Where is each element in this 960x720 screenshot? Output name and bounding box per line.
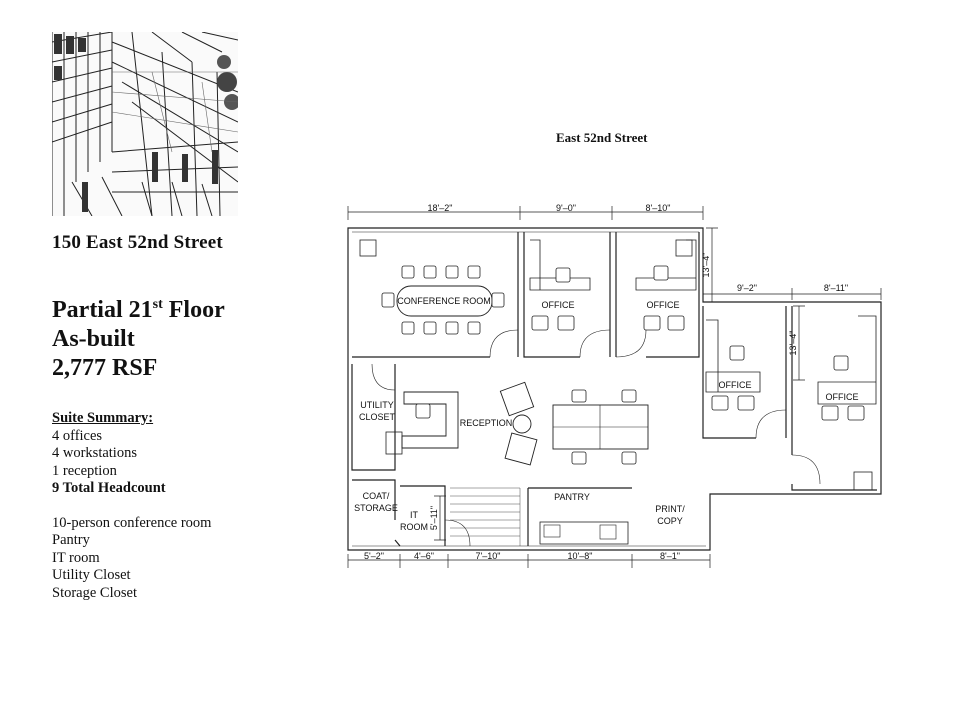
floor-line-2: As-built — [52, 326, 135, 352]
amenity-item: 10-person conference room — [52, 514, 212, 531]
lounge-chair — [504, 432, 538, 466]
stair-hatch — [450, 487, 521, 546]
dim-top-2: 9'–0" — [556, 203, 576, 213]
room-label-print: PRINT/ — [655, 504, 685, 514]
dim-bottom-2: 4'–6" — [414, 551, 434, 561]
dim-bottom-1: 5'–2" — [364, 551, 384, 561]
room-label-office-2: OFFICE — [647, 300, 680, 310]
office-1-wall — [523, 232, 611, 358]
room-label-it-room: ROOM — [400, 522, 428, 532]
building-sketch-image — [52, 32, 238, 216]
room-label-conference: CONFERENCE ROOM — [397, 296, 491, 306]
pantry-counter — [539, 521, 629, 545]
dim-vertical-3: 5'–11" — [429, 506, 439, 530]
office-1-desk — [529, 239, 591, 291]
utility-closet-wall — [351, 364, 396, 471]
dim-bottom-4: 10'–8" — [568, 551, 593, 561]
room-label-storage: STORAGE — [354, 503, 398, 513]
office-4-wall — [791, 306, 877, 491]
office-3-desk — [705, 319, 761, 393]
floor-line-1: Partial 21st Floor — [52, 297, 225, 323]
dim-bottom-3: 7'–10" — [476, 551, 501, 561]
dim-top-1: 18'–2" — [428, 203, 453, 213]
room-label-pantry: PANTRY — [554, 492, 590, 502]
room-label-coat: COAT/ — [363, 491, 390, 501]
dim-top-5: 8'–11" — [824, 283, 848, 293]
building-address: 150 East 52nd Street — [52, 232, 223, 253]
conference-wall — [352, 232, 519, 358]
amenity-item: Utility Closet — [52, 567, 131, 583]
amenity-item: Storage Closet — [52, 584, 137, 601]
room-label-utility: UTILITY — [360, 400, 394, 410]
room-label-copy: COPY — [657, 516, 683, 526]
pantry-wall — [527, 487, 632, 546]
room-label-it: IT — [410, 510, 419, 520]
floor-plan: 18'–2" 9'–0" 8'–10" 9'–2" 8'–11" 5'–2" 4… — [347, 203, 882, 568]
coat-storage-wall — [352, 479, 401, 547]
summary-item: 4 workstations — [52, 445, 137, 461]
total-headcount: 9 Total Headcount — [52, 480, 166, 496]
amenity-item: IT room — [52, 549, 100, 566]
office-4-desk — [817, 315, 877, 405]
suite-summary: Suite Summary: 4 offices 4 workstations … — [52, 410, 211, 602]
it-room-wall — [400, 485, 446, 546]
summary-item: 1 reception — [52, 462, 117, 479]
reception-table — [512, 414, 532, 434]
room-label-reception: RECEPTION — [460, 418, 513, 428]
office-3-wall — [702, 306, 787, 439]
amenity-item: Pantry — [52, 532, 90, 548]
floor-rsf: 2,777 RSF — [52, 355, 158, 381]
dim-bottom-5: 8'–1" — [660, 551, 680, 561]
room-label-office-1: OFFICE — [542, 300, 575, 310]
office-2-wall — [615, 232, 700, 358]
floor-info: Partial 21st Floor As-built 2,777 RSF — [52, 290, 225, 383]
office-2-desk — [635, 239, 697, 291]
street-label: East 52nd Street — [556, 130, 648, 145]
reception-desk — [401, 391, 459, 449]
room-label-office-3: OFFICE — [719, 380, 752, 390]
summary-heading: Suite Summary: — [52, 410, 154, 426]
lounge-chair — [499, 381, 535, 417]
outer-wall — [347, 227, 882, 551]
room-label-office-4: OFFICE — [826, 392, 859, 402]
dim-top-4: 9'–2" — [737, 283, 757, 293]
dim-vertical-2: 13'–4" — [788, 331, 798, 356]
dim-vertical-1: 13'–4" — [701, 253, 711, 278]
room-label-closet: CLOSET — [359, 412, 396, 422]
summary-item: 4 offices — [52, 427, 103, 444]
dim-top-3: 8'–10" — [646, 203, 671, 213]
